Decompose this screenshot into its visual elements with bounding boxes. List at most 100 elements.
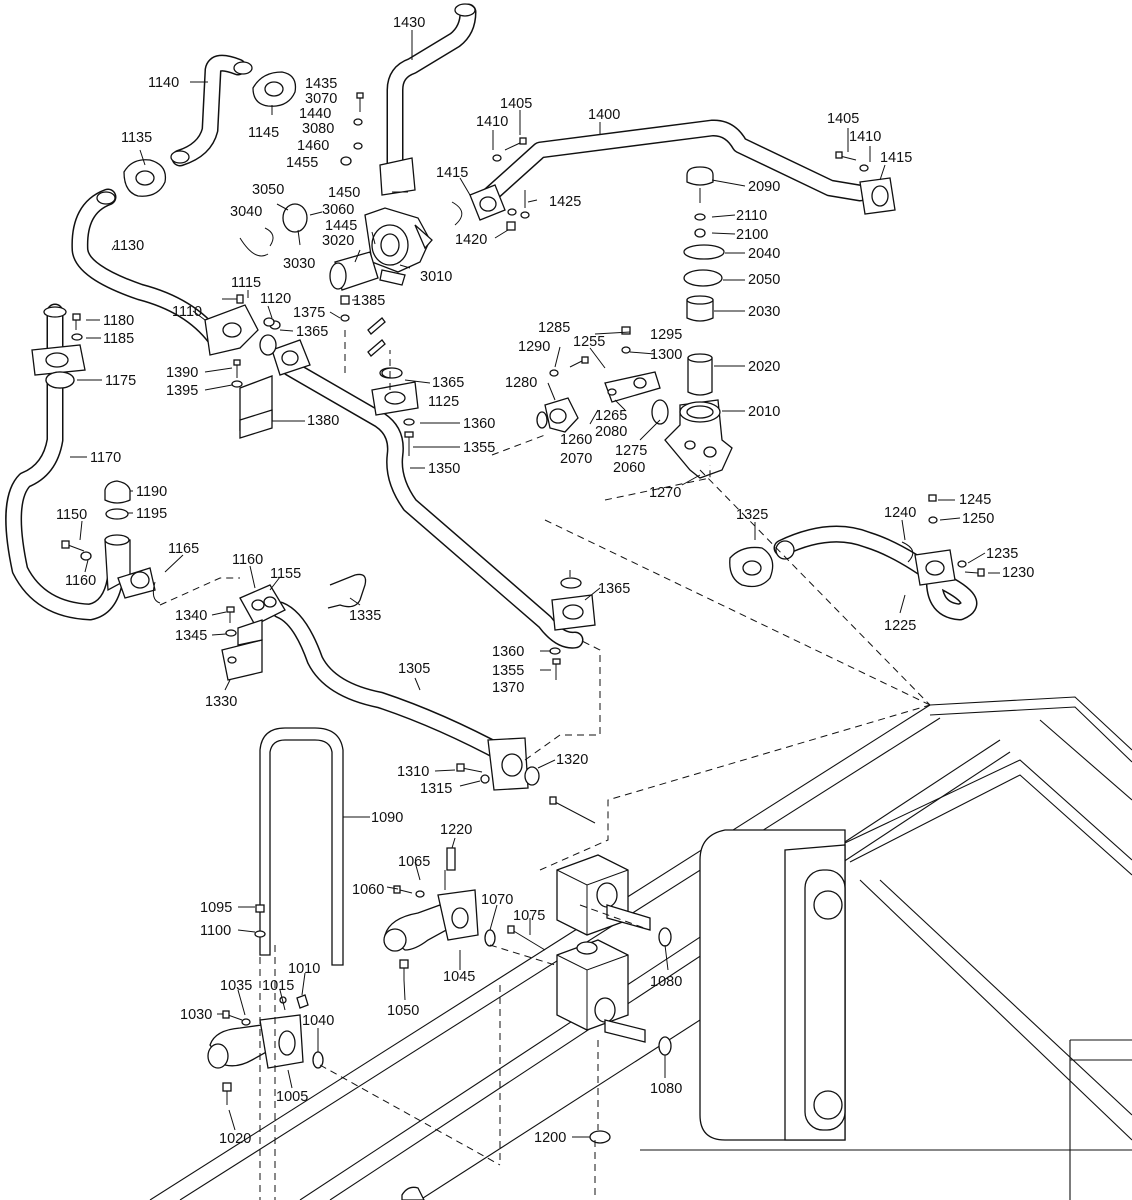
label-1020: 1020 — [219, 1131, 251, 1147]
label-1145: 1145 — [248, 125, 279, 141]
label-1070: 1070 — [481, 892, 513, 908]
label-1220: 1220 — [440, 822, 472, 838]
label-1180: 1180 — [103, 313, 134, 329]
label-2040: 2040 — [748, 246, 780, 262]
label-1100: 1100 — [200, 923, 231, 939]
label-1380: 1380 — [307, 413, 339, 429]
label-2060: 2060 — [613, 460, 645, 476]
leader-lines — [70, 30, 1000, 1138]
label-1365: 1365 — [296, 324, 328, 340]
label-1320: 1320 — [556, 752, 588, 768]
bottom-fitting — [401, 1186, 425, 1200]
label-1365: 1365 — [598, 581, 630, 597]
u-bracket-1090 — [259, 727, 344, 966]
label-1445: 1445 — [325, 218, 357, 234]
mounting-block-upper — [556, 854, 651, 936]
label-1195: 1195 — [136, 506, 167, 522]
label-1350: 1350 — [428, 461, 460, 477]
label-1140: 1140 — [148, 75, 179, 91]
label-3060: 3060 — [322, 202, 354, 218]
label-1450: 1450 — [328, 185, 360, 201]
label-3050: 3050 — [252, 182, 284, 198]
bracket-1380 — [239, 375, 273, 439]
label-1425: 1425 — [549, 194, 581, 210]
label-1250: 1250 — [962, 511, 994, 527]
assembly-dashed-lines — [159, 330, 931, 1200]
label-1050: 1050 — [387, 1003, 419, 1019]
label-1370: 1370 — [492, 680, 524, 696]
label-1365: 1365 — [432, 375, 464, 391]
label-2110: 2110 — [736, 208, 767, 224]
label-1410: 1410 — [476, 114, 508, 130]
label-1290: 1290 — [518, 339, 550, 355]
label-1420: 1420 — [455, 232, 487, 248]
label-1315: 1315 — [420, 781, 452, 797]
fittings — [31, 3, 956, 791]
label-1225: 1225 — [884, 618, 916, 634]
label-1405: 1405 — [827, 111, 859, 127]
label-1455: 1455 — [286, 155, 318, 171]
label-1245: 1245 — [959, 492, 991, 508]
label-1285: 1285 — [538, 320, 570, 336]
label-1115: 1115 — [231, 275, 261, 291]
elbow-1005 — [207, 1014, 304, 1069]
thermostat-parts — [683, 166, 725, 396]
label-1010: 1010 — [288, 961, 320, 977]
label-1200: 1200 — [534, 1130, 566, 1146]
label-2020: 2020 — [748, 359, 780, 375]
label-1305: 1305 — [398, 661, 430, 677]
u-bolt-1335 — [327, 573, 367, 609]
label-3040: 3040 — [230, 204, 262, 220]
label-1130: 1130 — [113, 238, 144, 254]
label-1255: 1255 — [573, 334, 605, 350]
label-1355: 1355 — [492, 663, 524, 679]
flange-1160 — [239, 584, 286, 626]
label-3020: 3020 — [322, 233, 354, 249]
label-1375: 1375 — [293, 305, 325, 321]
label-1340: 1340 — [175, 608, 207, 624]
label-1015: 1015 — [262, 978, 294, 994]
thermostat-housing-2010 — [664, 399, 733, 479]
label-1240: 1240 — [884, 505, 916, 521]
label-1390: 1390 — [166, 365, 198, 381]
label-1165: 1165 — [168, 541, 199, 557]
label-1170: 1170 — [90, 450, 121, 466]
label-2100: 2100 — [736, 227, 768, 243]
label-1265: 1265 — [595, 408, 627, 424]
label-1415: 1415 — [880, 150, 912, 166]
label-1120: 1120 — [260, 291, 291, 307]
heat-exchanger — [699, 829, 846, 1141]
label-2050: 2050 — [748, 272, 780, 288]
label-1175: 1175 — [105, 373, 136, 389]
label-1300: 1300 — [650, 347, 682, 363]
label-1185: 1185 — [103, 331, 134, 347]
mounting-block-lower — [556, 939, 646, 1043]
label-2010: 2010 — [748, 404, 780, 420]
bracket-1330 — [221, 619, 263, 681]
label-3070: 3070 — [305, 91, 337, 107]
hardware — [45, 92, 985, 1144]
label-1160: 1160 — [232, 552, 263, 568]
label-1040: 1040 — [302, 1013, 334, 1029]
label-1045: 1045 — [443, 969, 475, 985]
label-1430: 1430 — [393, 15, 425, 31]
label-1230: 1230 — [1002, 565, 1034, 581]
label-1310: 1310 — [397, 764, 429, 780]
label-3080: 3080 — [302, 121, 334, 137]
label-1295: 1295 — [650, 327, 682, 343]
label-3010: 3010 — [420, 269, 452, 285]
label-1075: 1075 — [513, 908, 545, 924]
label-1395: 1395 — [166, 383, 198, 399]
label-1330: 1330 — [205, 694, 237, 710]
pump-3010 — [329, 207, 433, 291]
label-1080: 1080 — [650, 974, 682, 990]
label-1355: 1355 — [463, 440, 495, 456]
base-frame — [149, 696, 1132, 1200]
label-1410: 1410 — [849, 129, 881, 145]
label-1160: 1160 — [65, 573, 96, 589]
label-1360: 1360 — [492, 644, 524, 660]
label-1345: 1345 — [175, 628, 207, 644]
part-labels: 1430 1140 1435 3070 1440 3080 1145 1460 … — [56, 15, 1034, 1147]
label-1435: 1435 — [305, 76, 337, 92]
